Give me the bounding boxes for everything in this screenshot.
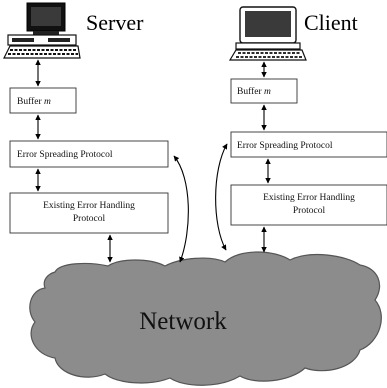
server-buffer-box [9,87,77,114]
client-eeh-box [230,184,387,226]
server-buffer-label: Buffer m [17,96,51,107]
server-eeh-box [9,192,169,234]
client-title: Client [304,10,358,35]
server-eeh-line2: Protocol [73,214,106,224]
client-node: Client Buffer m Error Spreading Protocol… [215,6,387,253]
client-buffer-label: Buffer m [237,86,271,97]
network-cloud: Network [29,251,382,386]
server-esp-box [9,140,169,168]
client-eeh-line1: Existing Error Handling [263,193,355,203]
server-arrow-esp-network [173,155,189,263]
network-label: Network [139,308,227,335]
client-arrow-esp-network [215,143,228,251]
client-esp-label: Error Spreading Protocol [237,141,333,151]
client-buffer-box [230,78,298,104]
computer-terminal-icon [3,2,81,59]
client-esp-box [230,131,387,158]
computer-terminal-icon [228,6,307,61]
server-title: Server [86,10,144,35]
server-esp-label: Error Spreading Protocol [17,150,113,160]
client-eeh-line2: Protocol [293,206,326,216]
server-node: Server Buffer m Error Spreading Protocol… [3,2,189,263]
network-cloud-shape [29,251,382,386]
server-eeh-line1: Existing Error Handling [43,201,135,211]
